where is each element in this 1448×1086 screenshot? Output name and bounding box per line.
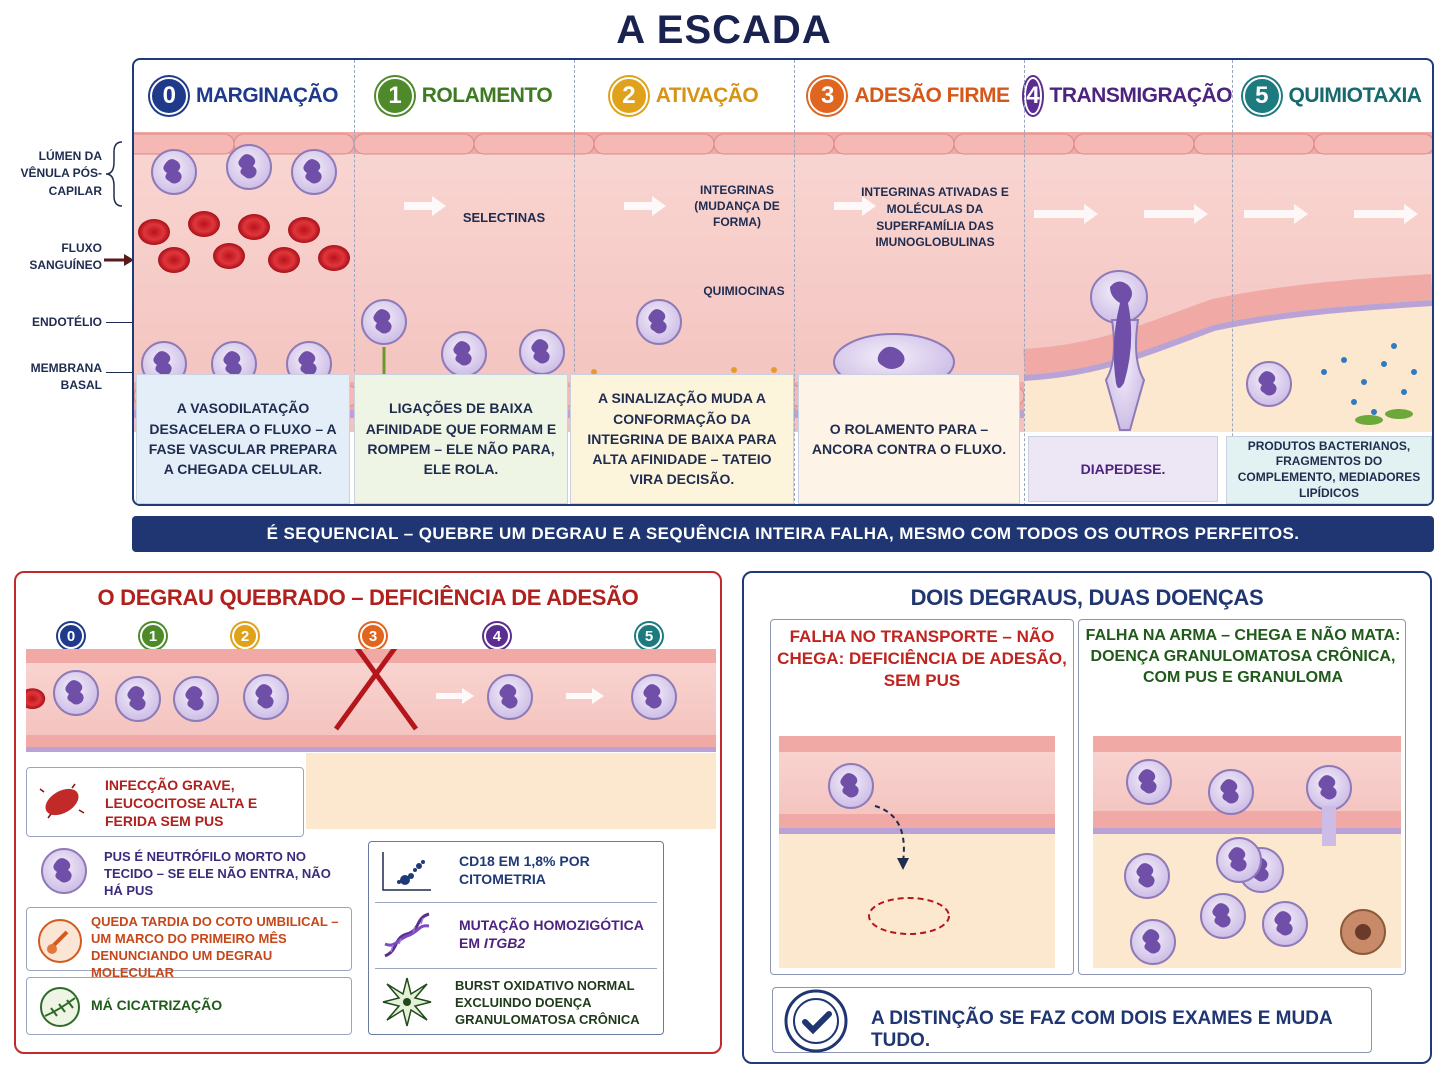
umbilical-clamp-icon (38, 919, 82, 963)
step-2-description: A SINALIZAÇÃO MUDA A CONFORMAÇÃO DA INTE… (570, 374, 794, 504)
step-0-description: A VASODILATAÇÃO DESACELERA O FLUXO – A F… (136, 374, 350, 504)
step-badge: 1 (140, 623, 166, 649)
broken-vessel-diagram (26, 649, 716, 829)
panel-title: O DEGRAU QUEBRADO – DEFICIÊNCIA DE ADESÃ… (97, 585, 639, 610)
step-divider (794, 60, 795, 504)
step-4-header: 4 TRANSMIGRAÇÃO (1024, 60, 1232, 132)
label-membrane: MEMBRANA BASAL (30, 361, 102, 393)
step-divider (1232, 60, 1233, 504)
test-text: MUTAÇÃO HOMOZIGÓTICA EM ITGB2 (459, 917, 644, 952)
annotation-integrins-shape: INTEGRINAS (MUDANÇA DE FORMA) (694, 183, 780, 230)
step-badge: 5 (636, 623, 662, 649)
step-5-header: 5 QUIMIOTAXIA (1232, 60, 1432, 132)
leader-line (106, 372, 132, 373)
step-0-header: 0 MARGINAÇÃO (134, 60, 354, 132)
step-name: ATIVAÇÃO (655, 84, 759, 107)
case-title: FALHA NO TRANSPORTE – NÃO CHEGA: DEFICIÊ… (777, 627, 1067, 691)
ladder-panel: 0 MARGINAÇÃO 1 ROLAMENTO 2 ATIVAÇÃO 3 AD… (132, 58, 1434, 506)
burst-icon (382, 977, 432, 1027)
step-number-badge: 0 (150, 77, 188, 115)
verified-seal-icon (784, 989, 848, 1053)
weapon-failure-card: FALHA NA ARMA – CHEGA E NÃO MATA: DOENÇA… (1078, 619, 1406, 975)
transport-failure-diagram (779, 736, 1055, 968)
step-badge: 4 (484, 623, 510, 649)
step-name: TRANSMIGRAÇÃO (1049, 84, 1233, 107)
flow-arrow-icon (104, 254, 134, 266)
item-card: QUEDA TARDIA DO COTO UMBILICAL – UM MARC… (26, 907, 352, 980)
step-badge: 2 (232, 623, 258, 649)
step-number-badge: 3 (808, 77, 847, 115)
step-number-badge: 4 (1024, 77, 1042, 115)
step-name: ROLAMENTO (421, 84, 553, 107)
test-text: BURST OXIDATIVO NORMAL EXCLUINDO DOENÇA … (455, 978, 640, 1027)
step-3-header: 3 ADESÃO FIRME (794, 60, 1024, 132)
test-text: CD18 EM 1,8% POR CITOMETRIA (459, 853, 590, 888)
step-1-header: 1 ROLAMENTO (354, 60, 574, 132)
annotation-chemokines: QUIMIOCINAS (703, 284, 785, 298)
divider (375, 968, 657, 969)
item-card: MÁ CICATRIZAÇÃO (26, 977, 352, 1035)
neutrophil-icon (41, 848, 87, 894)
step-3-description: O ROLAMENTO PARA – ANCORA CONTRA O FLUXO… (798, 374, 1020, 504)
step-badge: 0 (58, 623, 84, 649)
step-5-description: PRODUTOS BACTERIANOS, FRAGMENTOS DO COMP… (1226, 436, 1432, 504)
leader-line (106, 322, 132, 323)
step-divider (574, 60, 575, 504)
step-name: MARGINAÇÃO (196, 84, 339, 107)
dna-icon (384, 912, 430, 958)
conclusion-box: A DISTINÇÃO SE FAZ COM DOIS EXAMES E MUD… (772, 987, 1372, 1053)
brace-icon (105, 141, 123, 207)
step-divider (1024, 60, 1025, 504)
item-text: MÁ CICATRIZAÇÃO (91, 997, 223, 1013)
tests-card: CD18 EM 1,8% POR CITOMETRIA MUTAÇÃO HOMO… (368, 841, 664, 1035)
flow-cytometry-icon (382, 852, 431, 891)
item-card: INFECÇÃO GRAVE, LEUCOCITOSE ALTA E FERID… (26, 767, 304, 837)
step-4-description: DIAPEDESE. (1028, 436, 1218, 502)
sequential-banner: É SEQUENCIAL – QUEBRE UM DEGRAU E A SEQU… (132, 516, 1434, 552)
step-1-description: LIGAÇÕES DE BAIXA AFINIDADE QUE FORMAM E… (354, 374, 568, 504)
item-row: PUS É NEUTRÓFILO MORTO NO TECIDO – SE EL… (26, 843, 346, 903)
step-number-badge: 5 (1242, 77, 1281, 115)
step-divider (354, 60, 355, 504)
step-name: QUIMIOTAXIA (1288, 84, 1422, 107)
item-text: INFECÇÃO GRAVE, LEUCOCITOSE ALTA E FERID… (105, 777, 258, 830)
item-text: QUEDA TARDIA DO COTO UMBILICAL – UM MARC… (91, 914, 339, 980)
item-text: PUS É NEUTRÓFILO MORTO NO TECIDO – SE EL… (104, 849, 331, 898)
transport-failure-card: FALHA NO TRANSPORTE – NÃO CHEGA: DEFICIÊ… (770, 619, 1074, 975)
label-flow: FLUXO SANGUÍNEO (29, 241, 102, 273)
step-2-header: 2 ATIVAÇÃO (574, 60, 794, 132)
panel-title: DOIS DEGRAUS, DUAS DOENÇAS (910, 585, 1264, 610)
page-title: A ESCADA (616, 8, 832, 52)
label-endothelium: ENDOTÉLIO (31, 315, 102, 329)
broken-step-panel: O DEGRAU QUEBRADO – DEFICIÊNCIA DE ADESÃ… (14, 571, 722, 1054)
label-lumen: LÚMEN DA VÊNULA PÓS-CAPILAR (20, 149, 102, 198)
step-number-row: 0 1 2 3 4 5 (16, 623, 720, 653)
step-name: ADESÃO FIRME (854, 84, 1010, 107)
two-diseases-panel: DOIS DEGRAUS, DUAS DOENÇAS FALHA NO TRAN… (742, 571, 1432, 1064)
step-number-badge: 1 (375, 77, 414, 115)
step-badge: 3 (360, 623, 386, 649)
step-number-badge: 2 (609, 77, 648, 115)
bacteria-icon (39, 783, 85, 819)
case-title: FALHA NA ARMA – CHEGA E NÃO MATA: DOENÇA… (1085, 627, 1401, 686)
weapon-failure-diagram (1093, 736, 1401, 968)
annotation-selectins: SELECTINAS (462, 210, 546, 225)
conclusion-text: A DISTINÇÃO SE FAZ COM DOIS EXAMES E MUD… (871, 1008, 1332, 1051)
annotation-integrins-activated: INTEGRINAS ATIVADAS E MOLÉCULAS DA SUPER… (861, 185, 1009, 250)
divider (375, 902, 657, 903)
wound-suture-icon (40, 987, 80, 1027)
